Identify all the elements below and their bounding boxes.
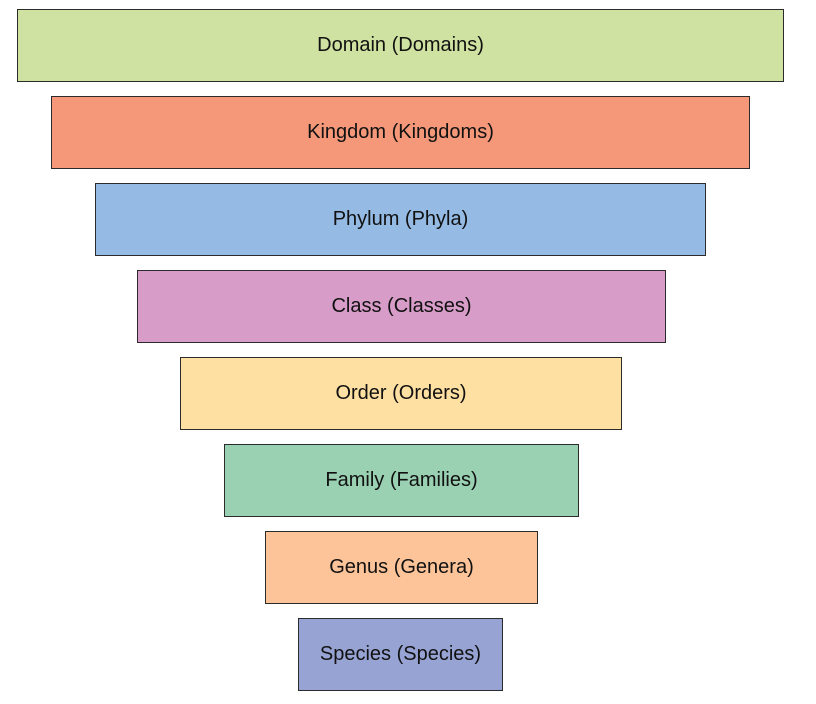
level-domain-label: Domain (Domains) bbox=[317, 34, 484, 56]
level-order-label: Order (Orders) bbox=[335, 382, 467, 404]
level-genus: Genus (Genera) bbox=[265, 531, 538, 604]
level-family: Family (Families) bbox=[224, 444, 579, 517]
level-species: Species (Species) bbox=[298, 618, 503, 691]
level-kingdom: Kingdom (Kingdoms) bbox=[51, 96, 750, 169]
level-species-label: Species (Species) bbox=[319, 643, 482, 665]
level-family-label: Family (Families) bbox=[325, 469, 478, 491]
level-class: Class (Classes) bbox=[137, 270, 666, 343]
level-genus-label: Genus (Genera) bbox=[329, 556, 474, 578]
level-phylum: Phylum (Phyla) bbox=[95, 183, 706, 256]
level-class-label: Class (Classes) bbox=[331, 295, 472, 317]
level-phylum-label: Phylum (Phyla) bbox=[332, 208, 469, 230]
level-order: Order (Orders) bbox=[180, 357, 622, 430]
level-domain: Domain (Domains) bbox=[17, 9, 784, 82]
level-kingdom-label: Kingdom (Kingdoms) bbox=[307, 121, 494, 143]
